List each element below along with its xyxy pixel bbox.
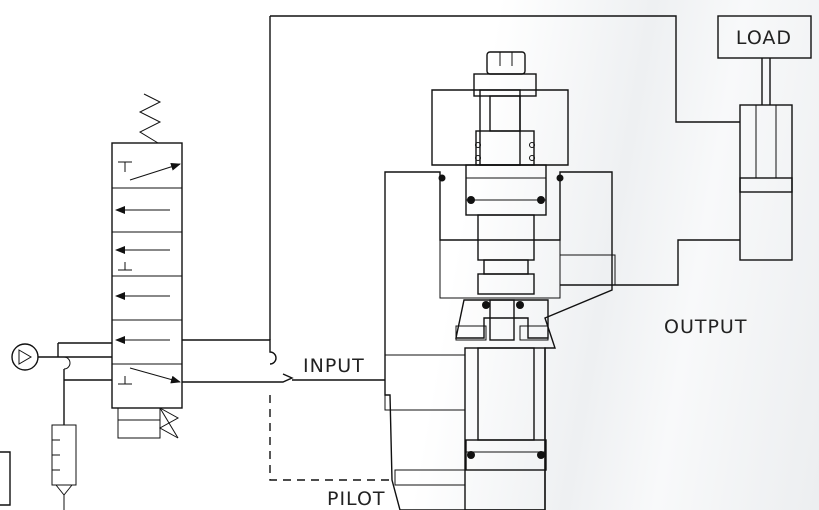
valve-body bbox=[384, 89, 616, 510]
pump-symbol bbox=[11, 342, 112, 510]
spring-piston bbox=[438, 130, 564, 295]
frame-corner bbox=[0, 451, 11, 506]
input-line bbox=[182, 373, 294, 383]
load-box: LOAD bbox=[717, 15, 812, 59]
load-label: LOAD bbox=[736, 27, 792, 49]
cylinder bbox=[739, 58, 793, 261]
cylinder-upper-line bbox=[270, 15, 740, 123]
pressure-line bbox=[182, 339, 277, 365]
poppet-seat bbox=[455, 299, 549, 341]
output-label: OUTPUT bbox=[664, 316, 747, 338]
pilot-line bbox=[269, 395, 395, 481]
input-label: INPUT bbox=[303, 355, 365, 377]
lower-piston bbox=[465, 347, 547, 471]
output-line bbox=[560, 239, 740, 286]
directional-valve bbox=[111, 93, 183, 439]
adjusting-screw bbox=[473, 51, 537, 132]
pilot-label: PILOT bbox=[327, 488, 386, 510]
